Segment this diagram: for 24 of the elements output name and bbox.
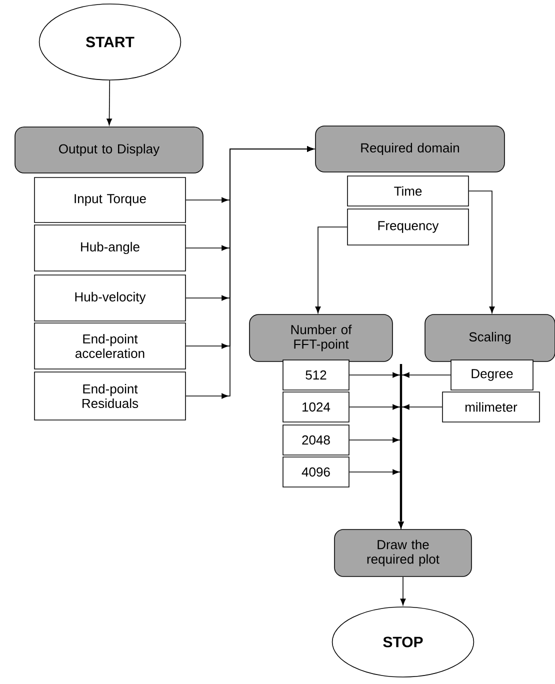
option-box: Time (347, 176, 469, 206)
option-box: milimeter (442, 392, 540, 422)
option-box: Input Torque (34, 177, 186, 223)
header-box: Number of FFT-point (249, 314, 393, 362)
option-box: 4096 (282, 456, 350, 488)
arrow (400, 576, 406, 606)
option-box: Frequency (347, 208, 469, 246)
header-box: Output to Display (14, 126, 204, 174)
header-box: Scaling (424, 314, 555, 362)
option-box: End-point Residuals (34, 372, 186, 420)
option-box: Degree (450, 360, 534, 390)
arrow (315, 226, 348, 314)
arrow (398, 404, 442, 528)
option-box: 2048 (282, 424, 350, 456)
option-box: End-point acceleration (34, 322, 186, 370)
option-box: Hub-angle (34, 224, 186, 272)
arrow (186, 146, 314, 399)
header-box: Draw the required plot (334, 529, 472, 577)
arrow (106, 80, 112, 126)
option-box: Hub-velocity (34, 274, 186, 322)
arrow (468, 190, 495, 314)
option-box: 1024 (282, 392, 350, 422)
option-box: 512 (282, 360, 350, 390)
header-box: Required domain (315, 126, 505, 172)
